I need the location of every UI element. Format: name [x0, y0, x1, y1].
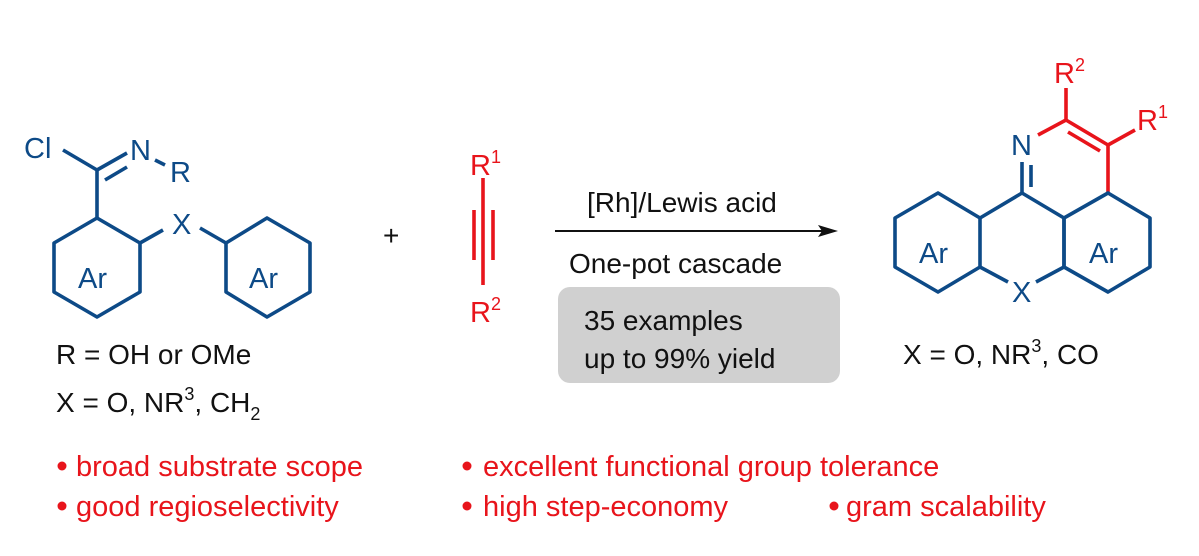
bond	[62, 148, 99, 218]
plus-sign: +	[383, 220, 399, 251]
feature-item: excellent functional group tolerance	[483, 451, 939, 483]
bullet-icon	[57, 501, 67, 511]
product-x-definition: X = O, NR3, CO	[903, 336, 1099, 370]
summary-box	[558, 287, 840, 383]
feature-item: good regioselectivity	[76, 491, 339, 523]
r1-label: R1	[1137, 102, 1168, 137]
bullet-icon	[462, 501, 472, 511]
bond	[154, 158, 166, 167]
bond	[96, 151, 128, 172]
bond	[1035, 265, 1065, 284]
bond	[1065, 118, 1109, 147]
feature-item: gram scalability	[846, 491, 1046, 523]
n-label: N	[1011, 130, 1032, 162]
bond	[139, 228, 164, 245]
bond	[1067, 130, 1101, 153]
n-label: N	[130, 135, 151, 167]
ar-label: Ar	[919, 238, 948, 270]
aryl-ring-right	[224, 216, 312, 319]
arrow-head-icon	[818, 225, 838, 237]
cl-label: Cl	[24, 133, 51, 165]
ar-label: Ar	[1089, 238, 1118, 270]
feature-list: broad substrate scope excellent function…	[57, 451, 1046, 523]
product: R2 R1 N Ar X Ar	[893, 55, 1168, 309]
aryl-ring-right	[1062, 191, 1152, 294]
reactant-imidoyl-chloride: Cl N R Ar X Ar	[24, 133, 312, 319]
cascade-label: One-pot cascade	[569, 248, 782, 279]
catalyst-label: [Rh]/Lewis acid	[587, 187, 777, 218]
ar-label: Ar	[249, 263, 278, 295]
r1-label: R1	[470, 147, 501, 182]
r2-label: R2	[1054, 55, 1085, 90]
bond	[1107, 128, 1136, 147]
yield-text: up to 99% yield	[584, 343, 775, 374]
bond	[979, 191, 1066, 267]
r2-label: R2	[470, 294, 501, 329]
feature-item: broad substrate scope	[76, 451, 363, 483]
examples-count: 35 examples	[584, 305, 743, 336]
x-label: X	[172, 209, 191, 241]
bond	[979, 265, 1009, 284]
x-definition: X = O, NR3, CH2	[56, 384, 260, 424]
bullet-icon	[829, 501, 839, 511]
r-definition: R = OH or OMe	[56, 339, 251, 370]
bullet-icon	[57, 461, 67, 471]
r-label: R	[170, 157, 191, 189]
feature-item: high step-economy	[483, 491, 729, 523]
bond	[1037, 118, 1067, 137]
bond	[199, 226, 227, 245]
ar-label: Ar	[78, 263, 107, 295]
bond	[104, 165, 128, 182]
alkyne: R1 R2	[470, 147, 501, 329]
bullet-icon	[462, 461, 472, 471]
x-label: X	[1012, 277, 1031, 309]
